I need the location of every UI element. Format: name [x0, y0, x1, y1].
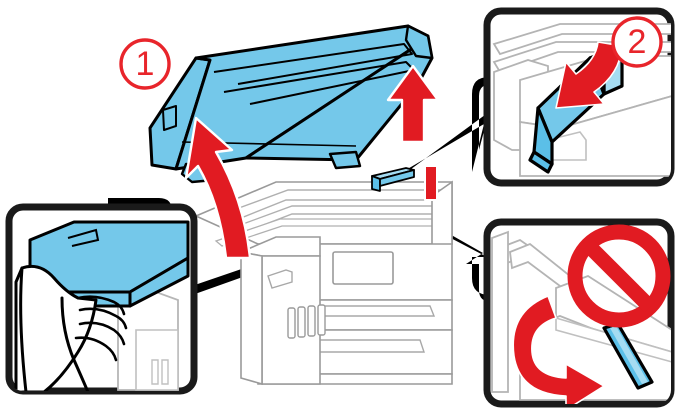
callout-step-2: 2 [611, 16, 663, 68]
inset-scanner-lid-right-face [128, 256, 190, 308]
inset-lock-foot [528, 150, 554, 174]
callout-step-2-circle [611, 16, 663, 68]
ink-window-1 [287, 307, 296, 339]
ink-window-3 [307, 305, 316, 337]
hand-finger-1 [76, 295, 126, 316]
ink-window-4 [317, 304, 326, 336]
inset-hand-lift [5, 203, 198, 395]
hand-finger-3 [78, 321, 126, 346]
lift-arrow-right [424, 165, 438, 201]
inset-scanner-lid-groove [67, 228, 100, 247]
prohibition-ring [567, 224, 671, 328]
callout-step-1-circle [119, 38, 171, 90]
callout-step-1: 1 [119, 38, 171, 90]
hand-palm [14, 264, 98, 391]
scanner-lid-notch [162, 105, 177, 131]
ink-tank-side [240, 251, 263, 386]
printer-main-view [148, 24, 453, 386]
inset-ink-window-a [151, 359, 159, 385]
hand-thumb [60, 296, 90, 391]
hand-wrist [19, 266, 28, 391]
scanner-lid-hinge-tab-right [328, 150, 362, 170]
inset-no-wall-left [491, 230, 509, 393]
callout-step-1-label: 1 [136, 45, 155, 83]
ink-window-2 [297, 306, 306, 338]
lift-arrow-left [184, 116, 252, 260]
inset-no-lock-bar-highlight [610, 326, 648, 384]
ink-tank-cap-cover [267, 269, 293, 289]
prohibition-symbol [567, 224, 671, 328]
inset-remove-lock: 2 [483, 7, 675, 187]
lift-arrow-center [386, 64, 440, 144]
scanner-lid-corner-tab [404, 24, 434, 60]
leader-to-lock-inset-top [377, 77, 500, 191]
control-panel-screen [332, 251, 394, 285]
callout-step-2-label: 2 [628, 23, 647, 61]
ink-tank-unit [238, 236, 326, 386]
hand-finger-4 [74, 336, 118, 362]
hand-finger-2 [78, 307, 128, 330]
transportation-lock [371, 167, 415, 192]
prohibition-slash [582, 239, 656, 313]
transportation-lock-body [371, 175, 381, 192]
lift-arrows-group [184, 64, 440, 260]
leader-to-hand-inset [108, 198, 265, 310]
inset-do-not-rotate [483, 218, 675, 408]
transportation-lock-arm [379, 169, 415, 187]
scanner-lid-groove-inner [223, 61, 415, 105]
inset-ink-window-b [161, 359, 169, 385]
scanner-lid-groove-outer [213, 43, 413, 85]
rotate-arrow [512, 295, 605, 404]
remove-lock-arrow [555, 41, 623, 109]
